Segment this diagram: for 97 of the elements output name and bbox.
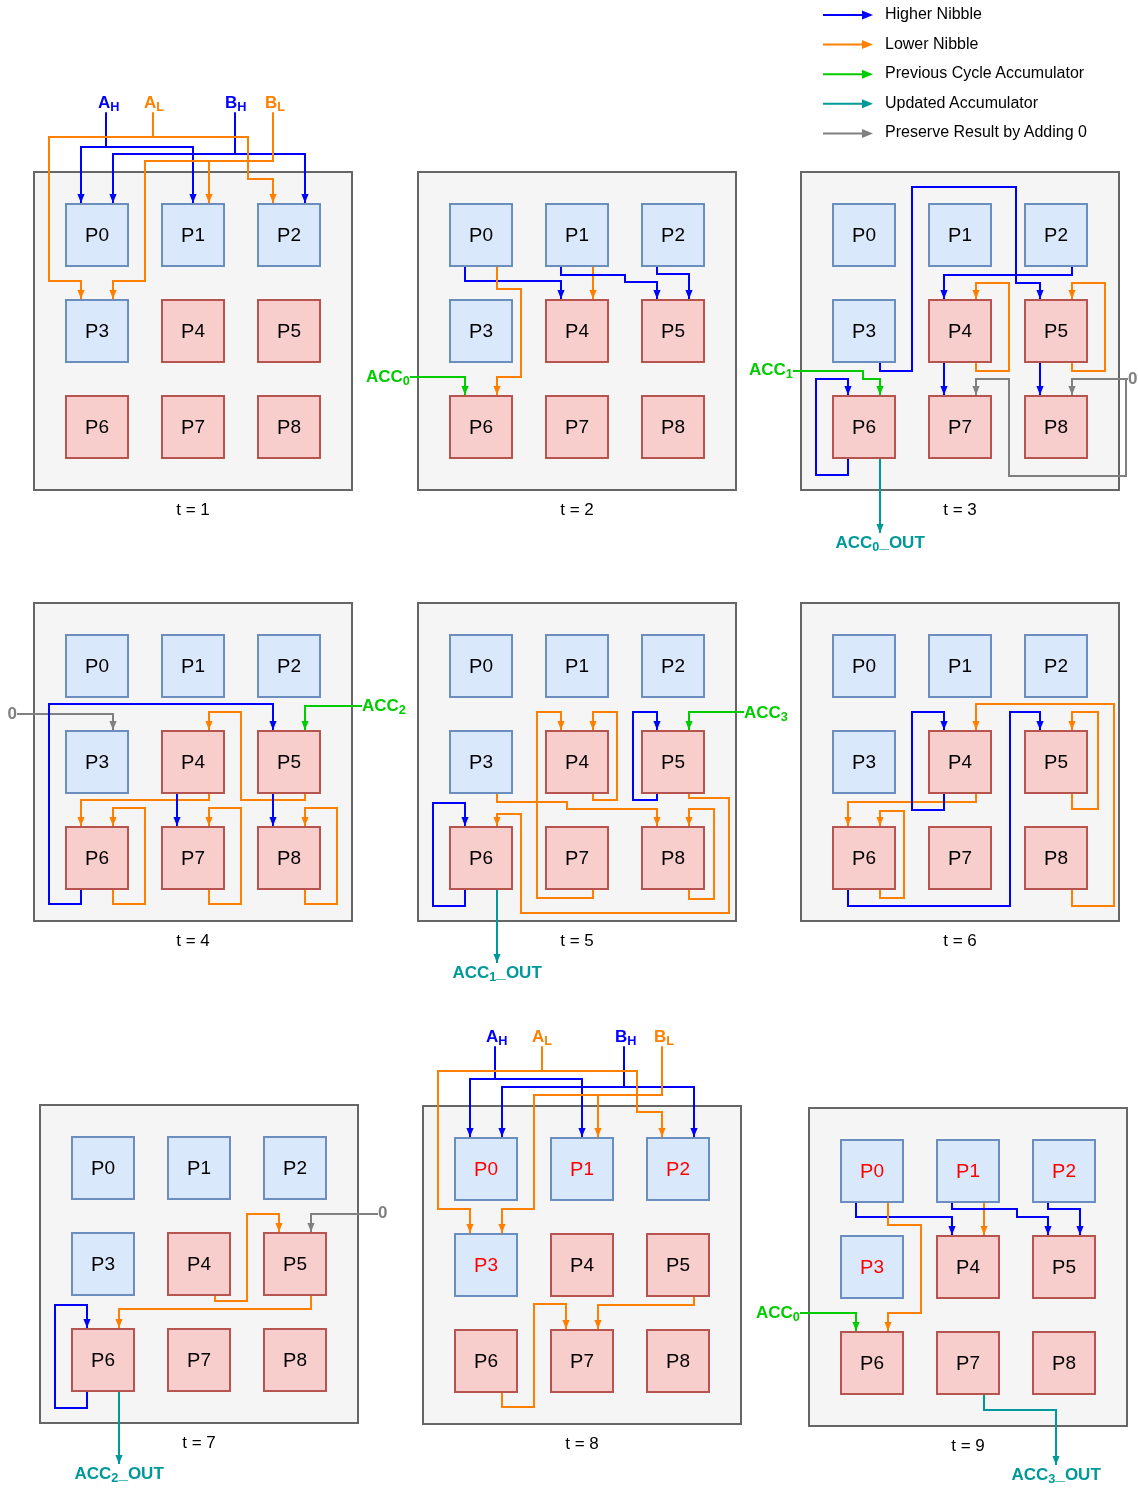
arrow	[464, 266, 565, 300]
signal-input-label: B$_{H}$	[225, 93, 247, 113]
signal-input-label: 0	[1128, 369, 1138, 389]
arrow	[632, 711, 661, 801]
arrow	[48, 703, 277, 905]
signal-input-label: 0	[7, 704, 17, 724]
arrow	[234, 111, 309, 204]
arrow	[498, 1045, 663, 1234]
signal-input-label: A$_{H}$	[486, 1027, 508, 1047]
arrow	[876, 458, 884, 534]
arrow	[432, 802, 469, 907]
arrow	[855, 1202, 956, 1236]
time-step-caption: t = 6	[943, 931, 977, 951]
signal-output-label: ACC$_{1}$_OUT	[452, 963, 542, 983]
arrow	[623, 1045, 698, 1138]
arrow	[307, 1213, 379, 1233]
arrow	[876, 810, 905, 899]
arrow	[589, 711, 618, 801]
arrow	[115, 1295, 312, 1329]
time-step-caption: t = 8	[565, 1434, 599, 1454]
arrow	[301, 705, 363, 731]
arrow	[884, 1202, 922, 1332]
arrow	[493, 889, 501, 964]
arrow	[493, 266, 522, 396]
arrow	[494, 1045, 586, 1138]
arrow	[109, 111, 274, 300]
signal-input-label: A$_{H}$	[98, 93, 120, 113]
arrow	[1068, 711, 1099, 810]
legend-label: Preserve Result by Adding 0	[885, 123, 1087, 142]
signal-input-label: B$_{H}$	[615, 1027, 637, 1047]
time-step-caption: t = 2	[560, 500, 594, 520]
arrow	[269, 793, 277, 827]
arrow	[493, 793, 730, 914]
arrow	[983, 1394, 1060, 1466]
arrow	[844, 793, 977, 827]
arrow	[879, 186, 1044, 372]
legend-label: Updated Accumulator	[885, 93, 1038, 112]
arrow	[815, 378, 852, 476]
arrow	[152, 111, 277, 204]
arrow	[77, 793, 210, 827]
signal-input-label: A$_{L}$	[532, 1027, 553, 1047]
time-step-caption: t = 5	[560, 931, 594, 951]
arrow	[1068, 282, 1106, 372]
arrow	[15, 713, 117, 731]
arrow	[109, 807, 146, 905]
arrow	[972, 282, 1010, 372]
signal-input-label: ACC$_{2}$	[362, 696, 406, 716]
signal-input-label: A$_{L}$	[144, 93, 165, 113]
signal-input-label: ACC$_{0}$	[756, 1303, 800, 1323]
arrow	[560, 266, 661, 300]
arrow	[847, 711, 1044, 907]
arrow	[940, 266, 1073, 300]
legend-label: Lower Nibble	[885, 34, 979, 53]
legend-label: Previous Cycle Accumulator	[885, 64, 1085, 83]
signal-input-label: B$_{L}$	[265, 93, 286, 113]
arrow	[594, 1296, 695, 1330]
arrow	[536, 711, 594, 899]
time-step-caption: t = 4	[176, 931, 210, 951]
arrow	[173, 793, 181, 827]
arrow	[105, 111, 197, 204]
arrow	[972, 703, 1115, 907]
time-step-caption: t = 3	[943, 500, 977, 520]
signal-output-label: ACC$_{2}$_OUT	[74, 1464, 164, 1484]
signal-input-label: 0	[378, 1203, 388, 1223]
time-step-caption: t = 1	[176, 500, 210, 520]
arrow	[685, 808, 715, 900]
arrow	[408, 376, 469, 396]
signal-input-label: ACC$_{1}$	[749, 360, 793, 380]
time-step-caption: t = 9	[951, 1436, 985, 1456]
arrow	[1036, 362, 1044, 396]
arrow	[501, 1303, 570, 1408]
arrow	[656, 266, 693, 300]
arrow	[940, 362, 948, 396]
signal-output-label: ACC$_{0}$_OUT	[835, 533, 925, 553]
arrow	[205, 807, 242, 905]
signal-input-label: B$_{L}$	[654, 1027, 675, 1047]
arrow	[115, 1391, 123, 1465]
arrow	[951, 1202, 1052, 1236]
arrow	[541, 1045, 666, 1138]
signal-output-label: ACC$_{3}$_OUT	[1011, 1465, 1101, 1485]
arrow	[205, 711, 306, 801]
arrow	[1047, 1202, 1084, 1236]
arrow	[911, 711, 948, 811]
signal-input-label: ACC$_{0}$	[366, 367, 410, 387]
arrow	[496, 793, 661, 827]
arrow	[214, 1213, 283, 1302]
arrow	[791, 370, 884, 396]
arrow	[972, 378, 1129, 477]
arrow	[54, 1304, 91, 1409]
signal-input-label: ACC$_{3}$	[744, 703, 788, 723]
arrow	[301, 807, 338, 905]
arrow	[589, 266, 597, 300]
time-step-caption: t = 7	[182, 1433, 216, 1453]
legend-label: Higher Nibble	[885, 5, 982, 23]
arrow	[980, 1202, 988, 1236]
arrow	[685, 711, 745, 731]
arrow	[798, 1312, 860, 1332]
